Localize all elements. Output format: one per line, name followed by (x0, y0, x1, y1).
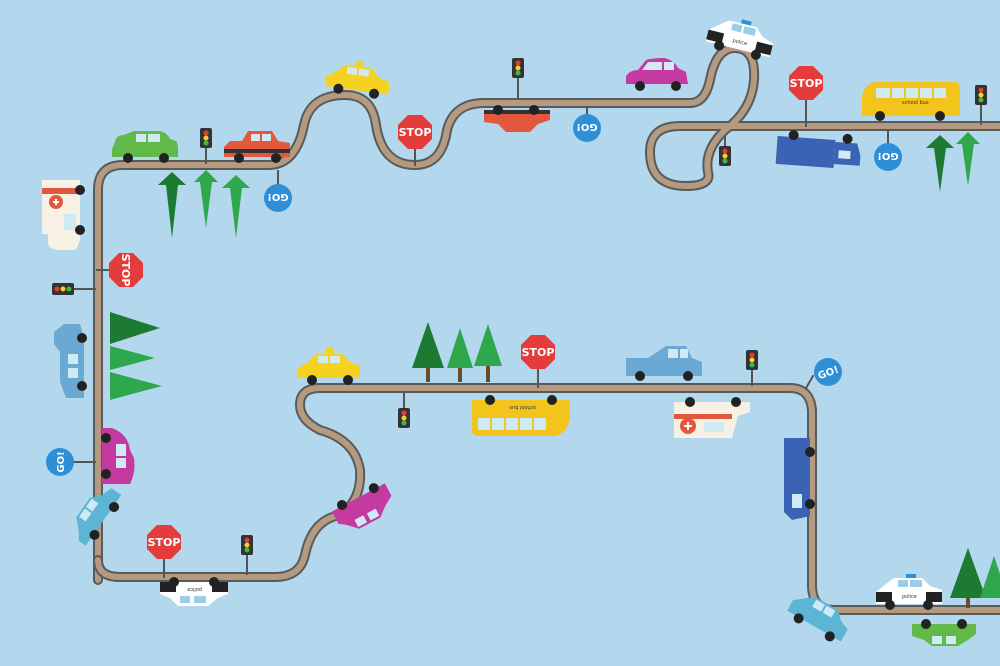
go-sign-4: GO! (46, 448, 96, 476)
police-label: police (187, 586, 202, 592)
teal-car-bottom-left (76, 488, 122, 546)
tree (412, 322, 444, 368)
stop-sign-label: STOP (119, 254, 132, 287)
tree (447, 328, 473, 368)
go-sign-label: GO! (576, 121, 597, 132)
school-bus-label: school bus (509, 404, 536, 410)
tree (222, 175, 250, 238)
traffic-light-6 (398, 392, 410, 428)
go-sign-3: GO! (874, 129, 902, 171)
stop-sign-2: STOP (789, 66, 823, 127)
ambulance-middle (674, 397, 750, 438)
tree (110, 346, 155, 370)
tree (110, 312, 160, 344)
red-car (224, 131, 290, 163)
stop-sign-label: STOP (522, 346, 555, 359)
tree (194, 170, 218, 228)
tree (950, 548, 986, 598)
tree (158, 172, 186, 238)
blue-car-left (54, 324, 87, 398)
teal-car-bottom-right (787, 597, 848, 642)
trees-bottom-right (950, 548, 1000, 608)
tree (980, 556, 1000, 598)
police-label: police (732, 38, 748, 47)
traffic-light-1 (200, 128, 212, 164)
tree (474, 324, 502, 366)
school-bus-label: school bus (902, 100, 929, 106)
school-bus-top: school bus (862, 82, 960, 121)
go-sign-2: GO! (573, 106, 601, 142)
trees-top-left (158, 170, 250, 238)
ambulance-left (42, 180, 85, 250)
stop-sign-label: STOP (790, 77, 823, 90)
taxi-top (324, 60, 390, 99)
traffic-light-3 (719, 136, 731, 166)
stop-sign-4: STOP (521, 335, 555, 388)
police-car-top: police (705, 19, 774, 60)
green-car (112, 131, 178, 163)
pink-car-left (101, 428, 135, 484)
trees-top-right (926, 132, 980, 192)
tree (110, 372, 162, 400)
pink-car-middle (331, 483, 392, 529)
trees-left-side (110, 312, 162, 400)
police-car-bottom: police (160, 577, 228, 606)
blue-car-middle (626, 346, 702, 381)
police-car-bottom-right: police (876, 574, 942, 610)
stop-sign-label: STOP (399, 126, 432, 139)
traffic-light-2 (512, 58, 524, 98)
traffic-light-7 (746, 350, 758, 386)
school-bus-middle: school bus (472, 395, 570, 436)
go-sign-label: GO! (56, 451, 67, 472)
traffic-light-4 (975, 85, 987, 125)
go-sign-5: GO! (804, 358, 842, 390)
stop-sign-3: STOP (96, 253, 143, 287)
stop-sign-1: STOP (398, 115, 432, 166)
go-sign-label: GO! (877, 150, 898, 161)
police-label: police (902, 594, 917, 600)
road-top (93, 43, 1000, 585)
road-bottom (93, 383, 1000, 615)
go-sign-1: GO! (264, 170, 292, 212)
blue-truck-right (784, 438, 815, 520)
stop-sign-label: STOP (148, 536, 181, 549)
trees-middle (412, 322, 502, 382)
blue-truck-flipped (775, 130, 861, 168)
tree (926, 135, 954, 192)
pink-car-top (626, 58, 688, 91)
taxi-middle (298, 348, 360, 385)
tree (956, 132, 980, 186)
traffic-light-8 (241, 535, 253, 575)
green-car-flipped (912, 619, 976, 646)
traffic-light-5 (52, 283, 96, 295)
dark-car-flipped (484, 105, 550, 132)
stop-sign-5: STOP (147, 525, 181, 578)
go-sign-label: GO! (267, 191, 288, 202)
